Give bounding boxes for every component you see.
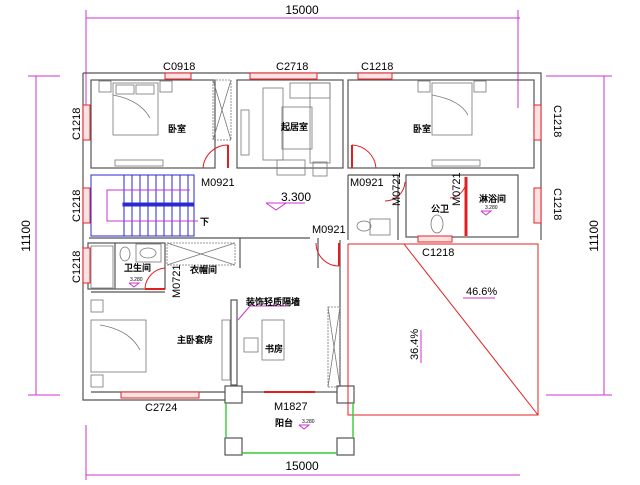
- level-label-balcony: 3.280: [302, 419, 315, 425]
- roof-slope-vertical: 36.4%: [409, 329, 421, 360]
- window-c1218-left-middle: [82, 187, 91, 224]
- room-label-study: 书房: [265, 343, 283, 355]
- roof-outline: [347, 243, 539, 416]
- dimension-lines: [28, 10, 612, 480]
- door-label-shower: M0721: [451, 172, 463, 206]
- level-label-shower: 3.280: [485, 205, 498, 211]
- window-label-right-upper: C1218: [551, 105, 563, 137]
- room-label-bedroom-right: 卧室: [413, 123, 431, 135]
- window-label-left-upper: C1218: [71, 108, 83, 140]
- door-label-bedroom-right: M0921: [350, 177, 384, 189]
- window-label-c2724: C2724: [145, 402, 177, 414]
- window-c1218-top: [357, 72, 393, 80]
- door-label-bedroom-left: M0921: [201, 177, 235, 189]
- window-label-c0918: C0918: [163, 61, 195, 73]
- top-width-dimension: 15000: [285, 3, 319, 17]
- roof-slope-horizontal: 46.6%: [466, 286, 497, 298]
- window-c1218-right-middle: [533, 187, 542, 224]
- window-label-c1218-wc: C1218: [422, 247, 454, 259]
- label-partition-wall: 装饰轻质隔墙: [245, 296, 300, 308]
- window-c2718: [249, 72, 318, 80]
- left-height-dimension: 11100: [19, 220, 33, 252]
- window-label-left-lower: C1218: [71, 251, 83, 283]
- staircase: [90, 174, 195, 237]
- bottom-width-dimension: 15000: [285, 459, 319, 473]
- partition-leader: [237, 305, 251, 321]
- door-label-hall-right: M0921: [312, 224, 346, 236]
- right-height-dimension: 11100: [587, 220, 601, 252]
- room-label-balcony: 阳台: [275, 417, 293, 429]
- window-c1218-right-upper: [533, 104, 542, 141]
- level-marker-hall: [265, 202, 305, 211]
- room-label-bedroom-left: 卧室: [168, 123, 186, 135]
- room-label-living: 起居室: [280, 121, 308, 133]
- room-label-public-wc: 公卫: [431, 204, 449, 215]
- level-label-bathroom: 3.280: [130, 277, 143, 283]
- balcony-rail: [225, 403, 354, 454]
- window-c1218-left-lower: [82, 247, 91, 284]
- doors: [144, 144, 468, 393]
- window-label-right-middle: C1218: [551, 188, 563, 220]
- level-label-hall: 3.300: [281, 190, 311, 204]
- window-label-c2718: C2718: [276, 61, 308, 73]
- furniture: [90, 79, 487, 388]
- stair-direction-label: 下: [200, 217, 209, 228]
- windows: [82, 72, 542, 399]
- room-label-master-suite: 主卧套房: [177, 334, 213, 346]
- window-label-c1218-top: C1218: [361, 61, 393, 73]
- room-label-closet: 衣帽间: [190, 264, 217, 276]
- door-label-public-wc: M0721: [391, 172, 403, 206]
- room-label-bathroom: 卫生间: [124, 262, 151, 274]
- room-label-shower: 淋浴间: [479, 193, 506, 205]
- window-label-left-middle: C1218: [71, 190, 83, 222]
- stair-direction-arrow: [106, 189, 198, 222]
- window-c2724: [120, 391, 200, 399]
- door-label-closet: M0721: [171, 264, 183, 298]
- window-c0918: [164, 72, 192, 80]
- roof-slope-arrows: [420, 297, 495, 363]
- walls: [82, 72, 542, 456]
- window-c1218-wc: [417, 235, 453, 243]
- window-c1218-left-upper: [82, 104, 91, 141]
- door-label-balcony: M1827: [274, 401, 308, 413]
- level-marker-small: [128, 210, 493, 430]
